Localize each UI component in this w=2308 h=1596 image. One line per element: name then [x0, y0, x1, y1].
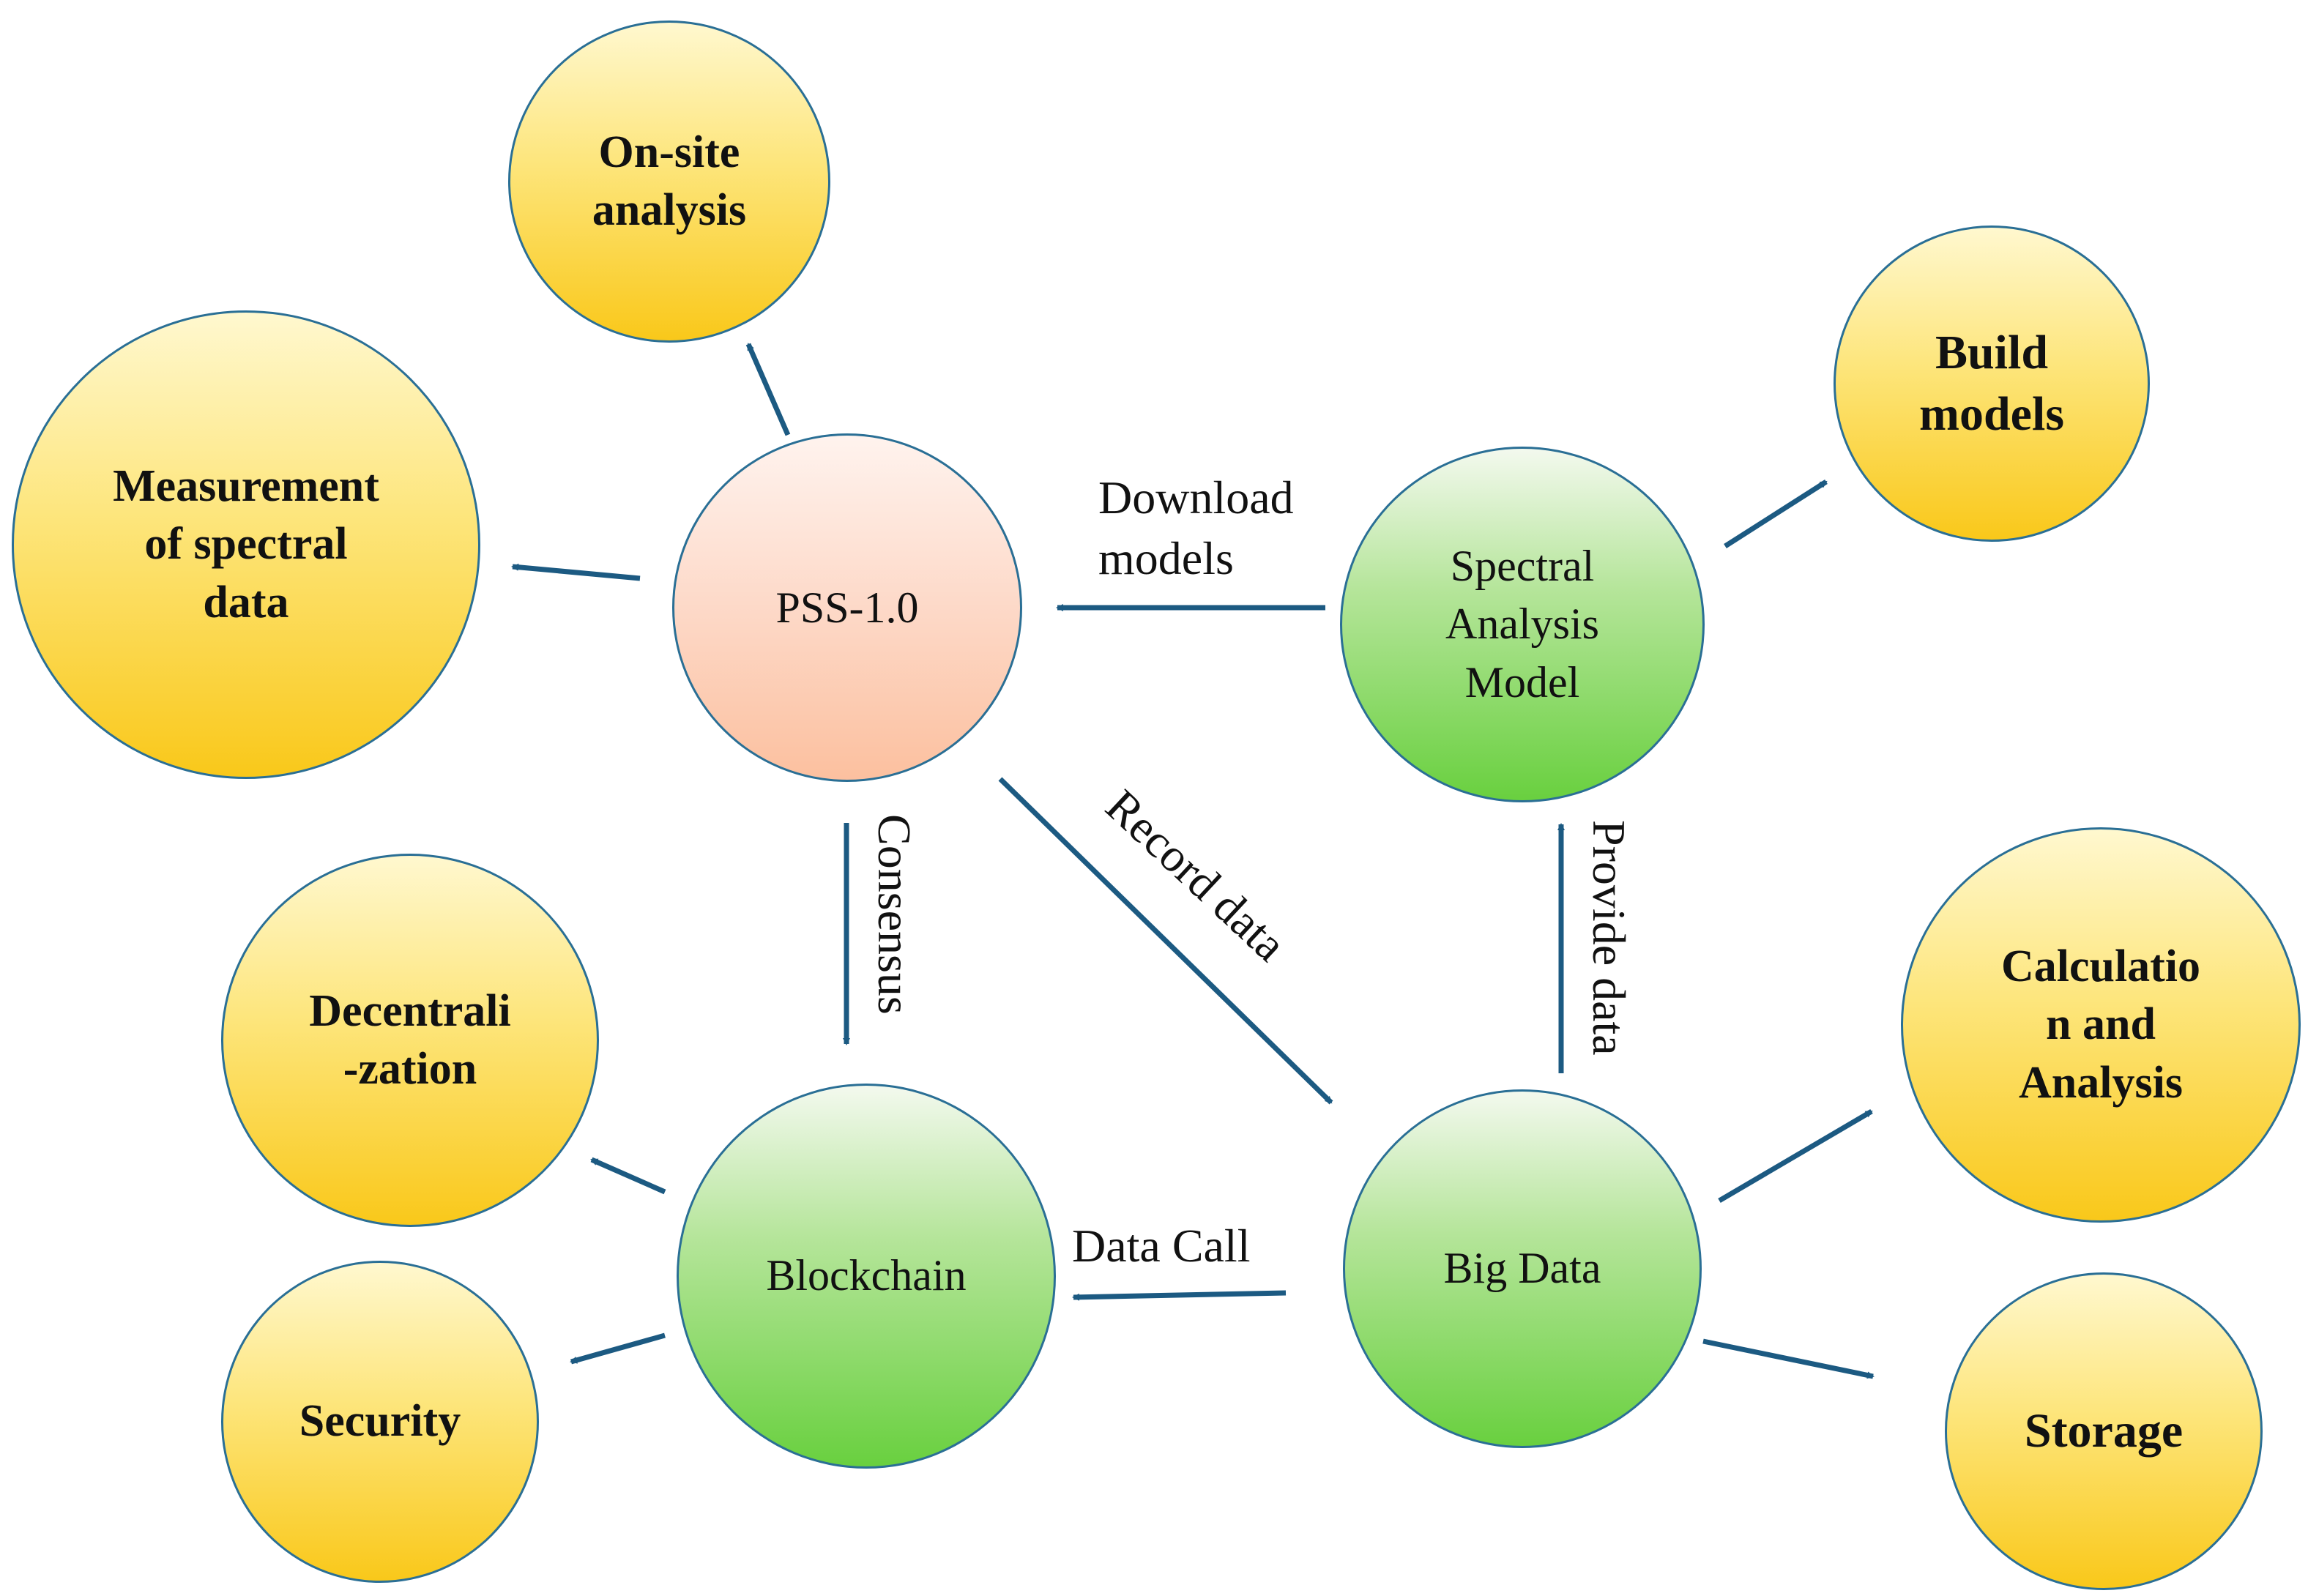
node-storage-label: Storage: [2024, 1403, 2184, 1458]
node-security-label: Security: [299, 1396, 461, 1447]
node-on-site-analysis-label: On-site analysis: [592, 127, 747, 235]
node-pss-1-0: PSS-1.0: [672, 433, 1022, 782]
node-decentralization: Decentrali -zation: [221, 854, 599, 1227]
arrow-blockchain-to-security: [570, 1332, 666, 1365]
node-measurement-of-spectral-data: Measurement of spectral data: [12, 310, 480, 779]
arrow-bigdata-to-calculation: [1718, 1108, 1873, 1204]
arrow-model-to-build: [1724, 480, 1828, 548]
node-blockchain: Blockchain: [677, 1084, 1056, 1469]
node-spectral-model-label: Spectral Analysis Model: [1445, 542, 1599, 706]
node-on-site-analysis: On-site analysis: [508, 20, 830, 343]
node-measurement-label: Measurement of spectral data: [113, 460, 379, 627]
node-blockchain-label: Blockchain: [766, 1251, 967, 1300]
node-build-models-label: Build models: [1919, 325, 2064, 441]
node-big-data: Big Data: [1343, 1089, 1702, 1448]
node-storage: Storage: [1945, 1272, 2263, 1590]
edge-label-data-call: Data Call: [1072, 1220, 1251, 1272]
arrow-pss-to-onsite: [745, 343, 791, 436]
arrow-pss-to-bigdata: [998, 777, 1333, 1105]
arrow-blockchain-to-decentralization: [590, 1157, 666, 1195]
edge-label-download-models: Download models: [1098, 471, 1294, 585]
arrow-pss-to-measurement: [511, 563, 641, 581]
node-decentralization-label: Decentrali -zation: [309, 985, 511, 1094]
edge-label-provide-data: Provide data: [1583, 820, 1635, 1056]
arrow-bigdata-to-storage: [1702, 1338, 1875, 1379]
edge-label-consensus: Consensus: [868, 814, 920, 1015]
arrow-bigdata-to-blockchain: [1072, 1290, 1287, 1301]
node-calculation-and-analysis: Calculatio n and Analysis: [1901, 827, 2301, 1223]
node-build-models: Build models: [1834, 225, 2150, 542]
node-calculation-label: Calculatio n and Analysis: [2000, 941, 2201, 1108]
node-spectral-analysis-model: Spectral Analysis Model: [1340, 447, 1705, 802]
node-security: Security: [221, 1261, 539, 1583]
node-pss-label: PSS-1.0: [775, 583, 919, 632]
node-big-data-label: Big Data: [1443, 1244, 1601, 1293]
